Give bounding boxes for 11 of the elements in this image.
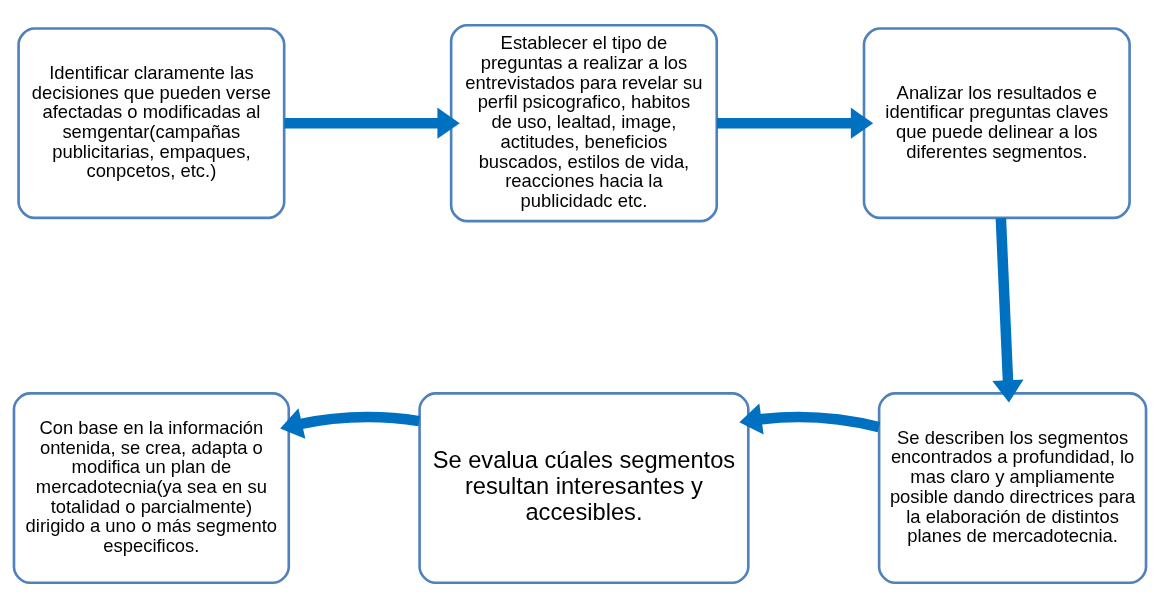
arrow: [284, 107, 460, 139]
arrow: [739, 403, 881, 435]
node-box: Analizar los resultados e identificar preguntas claves que puede delinear a los diferentes segmentos.: [862, 27, 1131, 220]
node-box: Identificar claramente las decisiones que pueden verse afectadas o modificadas al semgentar(campañas publicitarias, empaques, conpcetos, etc.): [17, 27, 286, 220]
arrow: [717, 107, 874, 139]
arrow: [992, 218, 1024, 403]
node-box: Se describen los segmentos encontrados a profundidad, lo mas claro y ampliamente posible dando directrices para la elaboración de distintos planes de mercadotecnia.: [877, 392, 1148, 585]
node-box: Con base en la información ontenida, se crea, adapta o modifica un plan de mercadotecnia(ya sea en su totalidad o parcialmente) dirigido a uno o más segmento especificos.: [12, 392, 291, 585]
node-box: Establecer el tipo de preguntas a realizar a los entrevistados para revelar su perfil psicografico, habitos de uso, lealtad, image, actitudes, beneficios buscados, estilos de vida, reacciones hacia la publicidadc etc.: [449, 23, 719, 223]
node-box: Se evalua cúales segmentos resultan interesantes y accesibles.: [418, 392, 750, 585]
arrow: [280, 408, 420, 439]
